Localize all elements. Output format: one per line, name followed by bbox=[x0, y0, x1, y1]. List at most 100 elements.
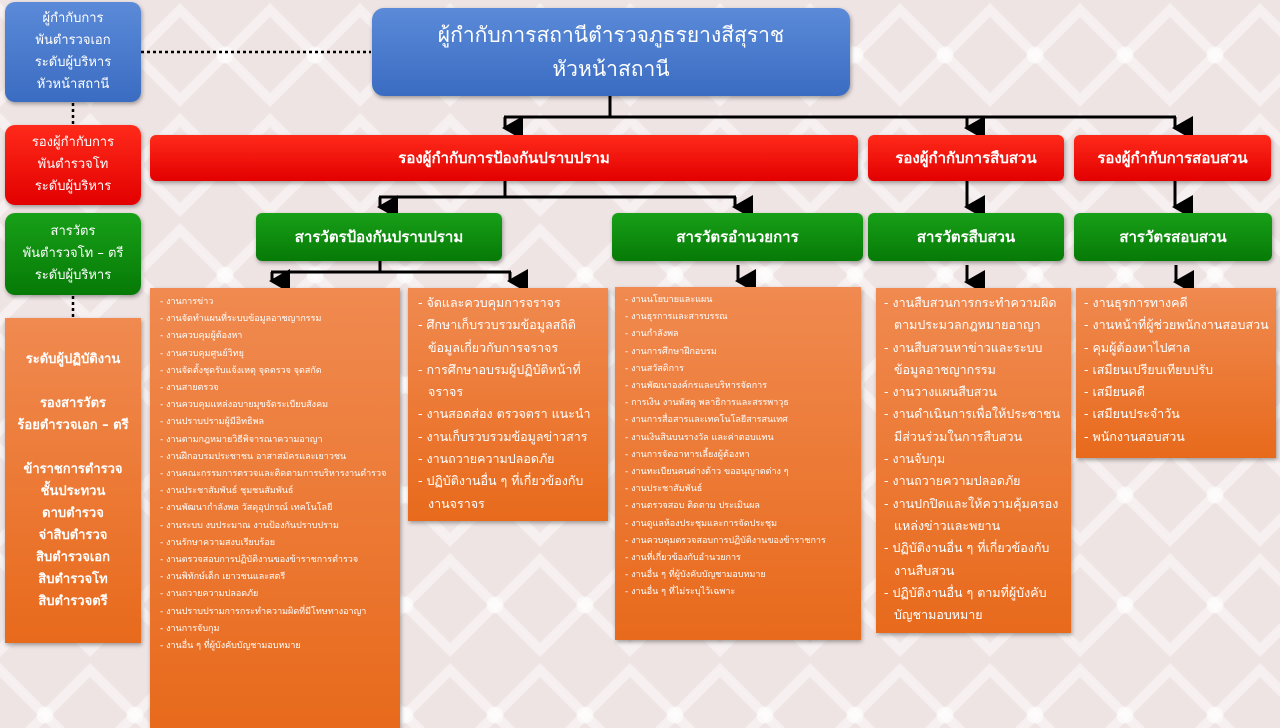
task-item: งานคณะกรรมการตรวจและติดตามการบริหารงานตำ… bbox=[156, 466, 394, 483]
task-item: การศึกษาอบรมผู้ปฏิบัติหน้าที่จราจร bbox=[414, 359, 602, 404]
task-item: งานควบคุมแหล่งอบายมุขจัดระเบียบสังคม bbox=[156, 397, 394, 414]
legend-text: ผู้กำกับการ bbox=[42, 11, 104, 26]
task-item: งานปกปิดและให้ความคุ้มครองแหล่งข่าวและพย… bbox=[880, 493, 1065, 538]
task-item: การเงิน งานพัสดุ พลาธิการและสรรพาวุธ bbox=[621, 395, 855, 412]
deputy-investigation: รองผู้กำกับการสืบสวน bbox=[868, 135, 1064, 181]
task-item: งานอื่น ๆ ที่ไม่ระบุไว้เฉพาะ bbox=[621, 584, 855, 601]
task-item: งานสวัสดิการ bbox=[621, 361, 855, 378]
inspector-label: สารวัตรป้องกันปราบปราม bbox=[294, 228, 464, 246]
task-item: งานทะเบียนคนต่างด้าว ขออนุญาตต่าง ๆ bbox=[621, 464, 855, 481]
inspector-admin: สารวัตรอำนวยการ bbox=[612, 213, 863, 261]
station-chief-box: ผู้กำกับการสถานีตำรวจภูธรยางสีสุราช หัวห… bbox=[372, 8, 850, 96]
legend-text: พันตำรวจโท bbox=[37, 157, 109, 172]
task-item: งานการข่าว bbox=[156, 294, 394, 311]
traffic-tasks: จัดและควบคุมการจราจรศึกษาเก็บรวบรวมข้อมู… bbox=[408, 288, 608, 521]
legend-text: สิบตำรวจตรี bbox=[38, 593, 108, 609]
legend-text: ดาบตำรวจ bbox=[42, 505, 104, 521]
task-item: คุมผู้ต้องหาไปศาล bbox=[1080, 337, 1270, 359]
task-item: งานจับกุม bbox=[880, 448, 1065, 470]
task-list: งานนโยบายและแผนงานธุรการและสารบรรณงานกำล… bbox=[621, 292, 855, 602]
task-item: งานการศึกษาฝึกอบรม bbox=[621, 344, 855, 361]
legend-text: พันตำรวจโท – ตรี bbox=[22, 246, 124, 261]
legend-text: พันตำรวจเอก bbox=[35, 33, 111, 48]
task-item: งานสืบสวนหาข่าวและระบบข้อมูลอาชญากรรม bbox=[880, 337, 1065, 382]
prevention-tasks: งานการข่าวงานจัดทำแผนที่ระบบข้อมูลอาชญาก… bbox=[150, 288, 400, 728]
legend-text: หัวหน้าสถานี bbox=[36, 77, 110, 92]
task-item: งานอื่น ๆ ที่ผู้บังคับบัญชามอบหมาย bbox=[621, 567, 855, 584]
deputy-label: รองผู้กำกับการป้องกันปราบปราม bbox=[398, 149, 610, 167]
task-list: งานการข่าวงานจัดทำแผนที่ระบบข้อมูลอาชญาก… bbox=[156, 294, 394, 655]
chief-subtitle: หัวหน้าสถานี bbox=[552, 57, 670, 81]
task-item: เสมียนประจำวัน bbox=[1080, 403, 1270, 425]
inspector-label: สารวัตรสอบสวน bbox=[1119, 228, 1227, 246]
task-item: เสมียนเปรียบเทียบปรับ bbox=[1080, 359, 1270, 381]
task-item: งานเก็บรวบรวมข้อมูลข่าวสาร bbox=[414, 426, 602, 448]
task-item: ปฏิบัติงานอื่น ๆ ที่เกี่ยวข้องกับงานสืบส… bbox=[880, 537, 1065, 582]
task-item: เสมียนคดี bbox=[1080, 381, 1270, 403]
legend-text: ข้าราชการตำรวจ bbox=[23, 461, 123, 477]
inspector-inquiry: สารวัตรสอบสวน bbox=[1074, 213, 1272, 261]
task-item: ปฏิบัติงานอื่น ๆ ที่เกี่ยวข้องกับงานจราจ… bbox=[414, 470, 602, 515]
task-item: งานระบบ งบประมาณ งานป้องกันปราบปราม bbox=[156, 518, 394, 535]
deputy-label: รองผู้กำกับการสอบสวน bbox=[1097, 149, 1248, 167]
task-item: งานการจัดอาหารเลี้ยงผู้ต้องหา bbox=[621, 447, 855, 464]
legend-text: ชั้นประทวน bbox=[40, 483, 106, 499]
chief-title: ผู้กำกับการสถานีตำรวจภูธรยางสีสุราช bbox=[437, 23, 785, 47]
task-item: งานปราบปรามผู้มีอิทธิพล bbox=[156, 414, 394, 431]
task-item: งานหน้าที่ผู้ช่วยพนักงานสอบสวน bbox=[1080, 314, 1270, 336]
task-item: งานควบคุมศูนย์วิทยุ bbox=[156, 346, 394, 363]
legend-operational: ระดับผู้ปฏิบัติงาน รองสารวัตร ร้อยตำรวจเ… bbox=[5, 318, 141, 643]
task-item: งานเงินสินบนรางวัล และค่าตอบแทน bbox=[621, 430, 855, 447]
task-item: งานนโยบายและแผน bbox=[621, 292, 855, 309]
task-item: งานธุรการทางคดี bbox=[1080, 292, 1270, 314]
task-item: งานประชาสัมพันธ์ ชุมชนสัมพันธ์ bbox=[156, 483, 394, 500]
legend-inspector: สารวัตร พันตำรวจโท – ตรี ระดับผู้บริหาร bbox=[5, 213, 141, 295]
legend-superintendent: ผู้กำกับการ พันตำรวจเอก ระดับผู้บริหาร ห… bbox=[5, 2, 141, 102]
task-item: พนักงานสอบสวน bbox=[1080, 426, 1270, 448]
inspector-investigation: สารวัตรสืบสวน bbox=[868, 213, 1064, 261]
admin-tasks: งานนโยบายและแผนงานธุรการและสารบรรณงานกำล… bbox=[615, 287, 861, 640]
deputy-inquiry: รองผู้กำกับการสอบสวน bbox=[1074, 135, 1271, 181]
task-item: งานรักษาความสงบเรียบร้อย bbox=[156, 535, 394, 552]
task-item: จัดและควบคุมการจราจร bbox=[414, 292, 602, 314]
investigation-tasks: งานสืบสวนการกระทำความผิดตามประมวลกฎหมายอ… bbox=[876, 288, 1071, 633]
task-item: งานการสื่อสารและเทคโนโลยีสารสนเทศ bbox=[621, 412, 855, 429]
legend-text: ระดับผู้บริหาร bbox=[34, 55, 112, 70]
inspector-label: สารวัตรอำนวยการ bbox=[676, 228, 799, 246]
inquiry-tasks: งานธุรการทางคดีงานหน้าที่ผู้ช่วยพนักงานส… bbox=[1076, 288, 1276, 458]
legend-text: รองผู้กำกับการ bbox=[31, 135, 115, 150]
legend-text: ระดับผู้ปฏิบัติงาน bbox=[25, 351, 121, 367]
task-item: งานถวายความปลอดภัย bbox=[880, 470, 1065, 492]
task-item: งานกำลังพล bbox=[621, 326, 855, 343]
task-item: งานสืบสวนการกระทำความผิดตามประมวลกฎหมายอ… bbox=[880, 292, 1065, 337]
inspector-prevention: สารวัตรป้องกันปราบปราม bbox=[256, 213, 502, 261]
task-item: งานปราบปรามการกระทำความผิดที่มีโทษทางอาญ… bbox=[156, 604, 394, 621]
task-item: งานดูแลห้องประชุมและการจัดประชุม bbox=[621, 516, 855, 533]
legend-text: สารวัตร bbox=[50, 224, 96, 239]
task-item: งานตามกฎหมายวิธีพิจารณาความอาญา bbox=[156, 432, 394, 449]
legend-text: รองสารวัตร bbox=[39, 395, 107, 411]
task-item: งานดำเนินการเพื่อให้ประชาชนมีส่วนร่วมในก… bbox=[880, 403, 1065, 448]
task-list: งานธุรการทางคดีงานหน้าที่ผู้ช่วยพนักงานส… bbox=[1080, 292, 1270, 448]
legend-text: ระดับผู้บริหาร bbox=[34, 179, 112, 194]
task-item: งานจัดตั้งชุดรับแจ้งเหตุ จุดตรวจ จุดสกัด bbox=[156, 363, 394, 380]
task-list: งานสืบสวนการกระทำความผิดตามประมวลกฎหมายอ… bbox=[880, 292, 1065, 626]
legend-text: ร้อยตำรวจเอก – ตรี bbox=[17, 417, 129, 433]
task-item: งานธุรการและสารบรรณ bbox=[621, 309, 855, 326]
task-item: งานสายตรวจ bbox=[156, 380, 394, 397]
task-item: งานสอดส่อง ตรวจตรา แนะนำ bbox=[414, 403, 602, 425]
task-item: งานตรวจสอบการปฏิบัติงานของข้าราชการตำรวจ bbox=[156, 552, 394, 569]
legend-text: จ่าสิบตำรวจ bbox=[38, 527, 108, 543]
task-item: งานควบคุมผู้ต้องหา bbox=[156, 328, 394, 345]
task-item: งานถวายความปลอดภัย bbox=[414, 448, 602, 470]
legend-text: สิบตำรวจโท bbox=[38, 571, 108, 587]
legend-text: สิบตำรวจเอก bbox=[36, 549, 110, 565]
task-item: งานพัฒนากำลังพล วัสดุอุปกรณ์ เทคโนโลยี bbox=[156, 500, 394, 517]
deputy-prevention: รองผู้กำกับการป้องกันปราบปราม bbox=[150, 135, 858, 181]
task-item: งานตรวจสอบ ติดตาม ประเมินผล bbox=[621, 498, 855, 515]
task-item: งานอื่น ๆ ที่ผู้บังคับบัญชามอบหมาย bbox=[156, 638, 394, 655]
legend-deputy: รองผู้กำกับการ พันตำรวจโท ระดับผู้บริหาร bbox=[5, 125, 141, 205]
task-item: งานถวายความปลอดภัย bbox=[156, 586, 394, 603]
task-item: งานวางแผนสืบสวน bbox=[880, 381, 1065, 403]
